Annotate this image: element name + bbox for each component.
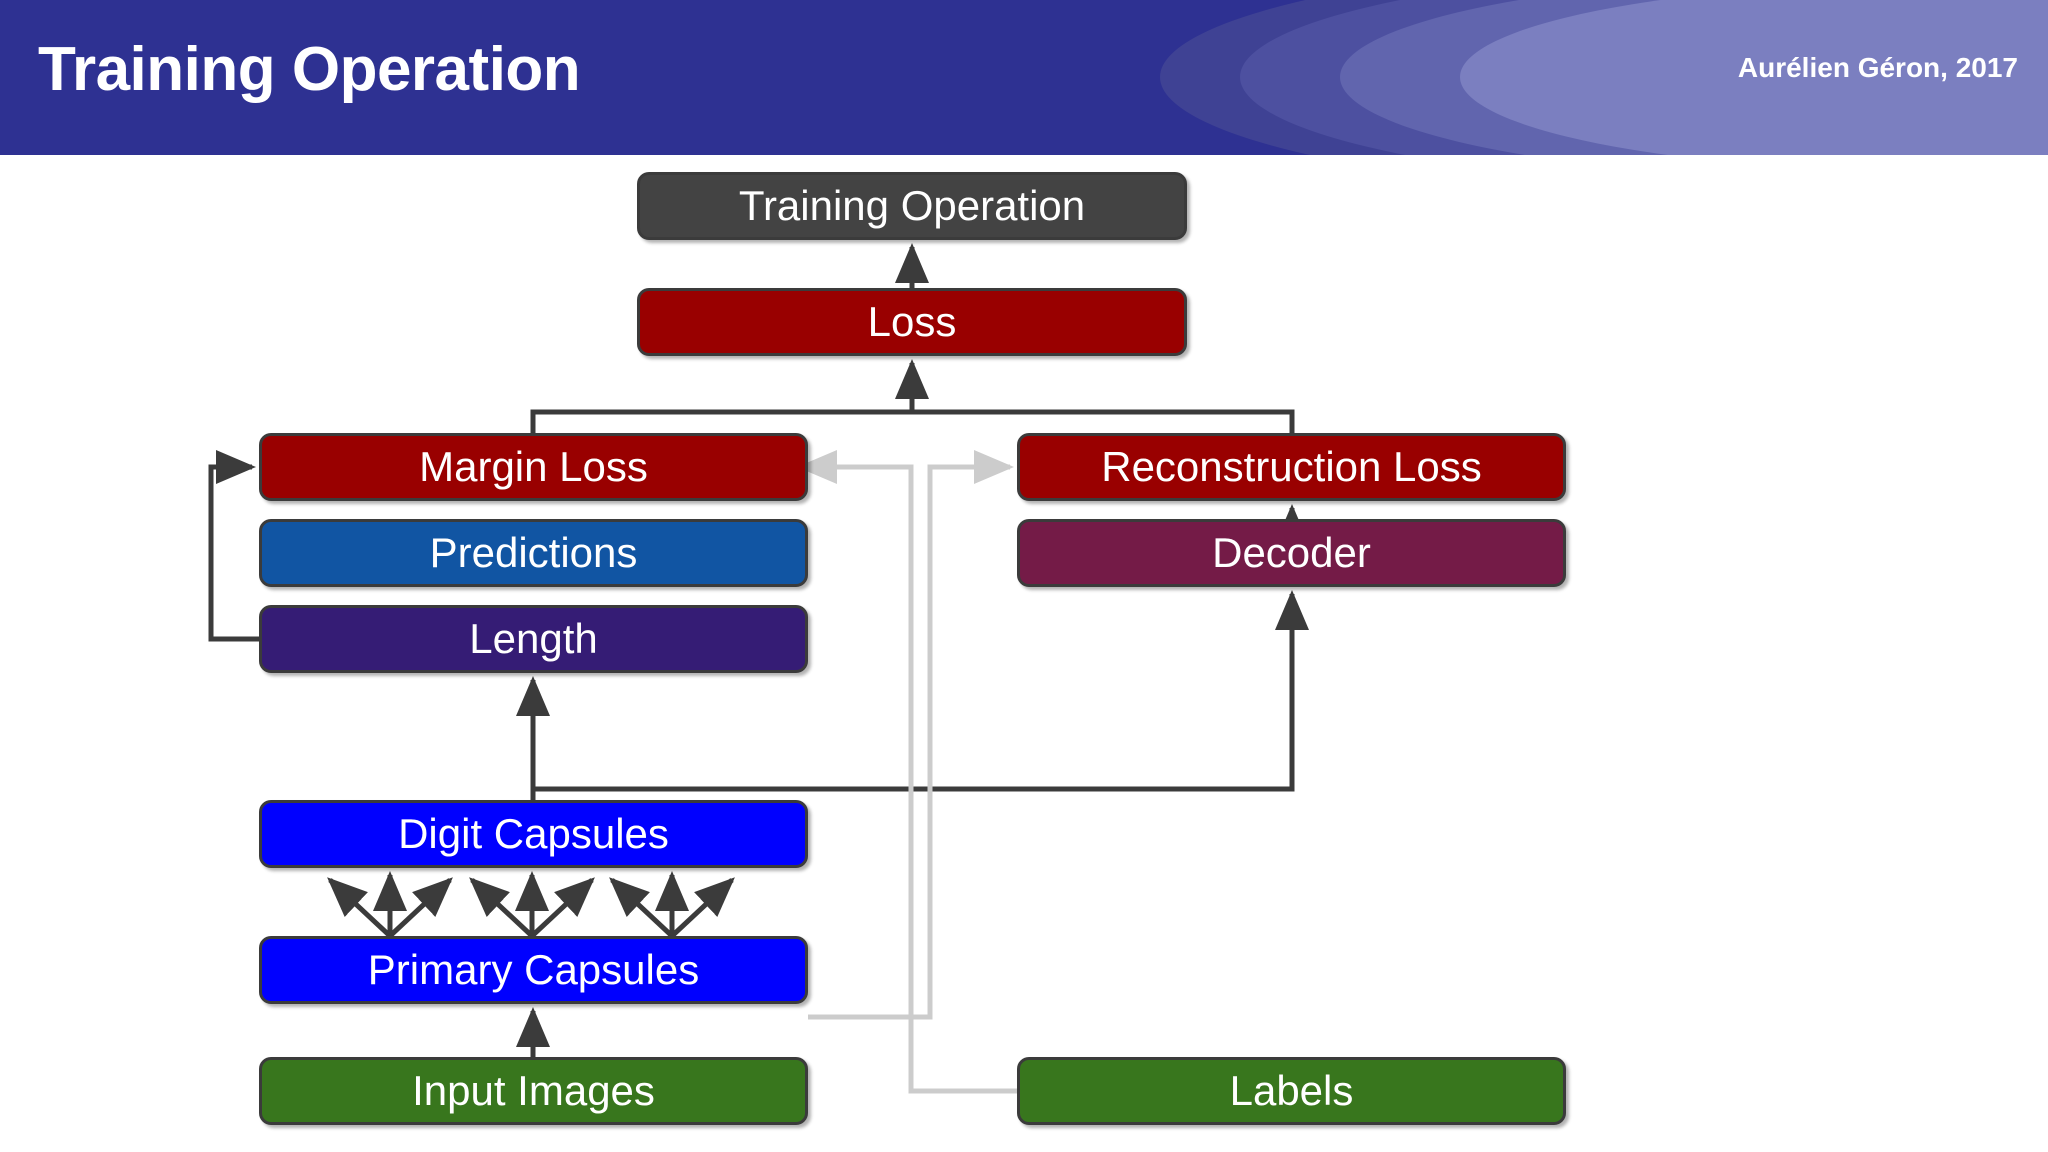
header-decoration [0,0,2048,155]
flowchart-edges [208,242,1309,1094]
edge-fan-3-right [670,877,735,938]
node-label: Decoder [1212,529,1371,576]
node-label: Loss [867,298,957,345]
edge-fan-2-right [530,877,595,938]
edge-margin-loss-to-loss [530,409,912,433]
node-label: Predictions [429,529,638,576]
page-title: Training Operation [38,35,581,104]
node-primary-capsules[interactable]: Primary Capsules [259,936,808,1004]
edge-digit-capsules-to-decoder [533,589,1309,792]
edge-fan-1-left [327,877,392,938]
node-labels[interactable]: Labels [1017,1057,1566,1125]
edge-labels-to-margin-loss [796,450,1017,1094]
edge-input-images-to-reconstruction-loss [808,450,1015,1020]
node-reconstruction-loss[interactable]: Reconstruction Loss [1017,433,1566,501]
node-length[interactable]: Length [259,605,808,673]
slide-header: Training Operation Aurélien Géron, 2017 [0,0,2048,155]
node-label: Margin Loss [419,443,648,490]
node-predictions[interactable]: Predictions [259,519,808,587]
node-loss[interactable]: Loss [637,288,1187,356]
edge-reconstruction-loss-to-loss [912,409,1295,433]
node-decoder[interactable]: Decoder [1017,519,1566,587]
node-label: Labels [1229,1067,1354,1114]
edge-length-to-margin-loss [208,450,259,642]
flowchart-canvas: Training Operation Loss Margin Loss Reco… [0,155,2048,1152]
node-label: Training Operation [738,182,1086,229]
light-edge-group [796,450,1017,1094]
edge-fan-1-right [388,877,453,938]
node-label: Primary Capsules [367,946,700,993]
node-input-images[interactable]: Input Images [259,1057,808,1125]
node-label: Digit Capsules [398,810,669,857]
dark-edge-group [208,242,1309,1057]
header-divider [0,155,2048,159]
edge-fan-3-left [609,877,674,938]
node-training-operation[interactable]: Training Operation [637,172,1187,240]
edge-fan-2-left [469,877,534,938]
attribution-label: Aurélien Géron, 2017 [1737,52,2018,83]
node-label: Reconstruction Loss [1101,443,1482,490]
node-digit-capsules[interactable]: Digit Capsules [259,800,808,868]
node-label: Length [469,615,598,662]
node-label: Input Images [412,1067,655,1114]
node-margin-loss[interactable]: Margin Loss [259,433,808,501]
